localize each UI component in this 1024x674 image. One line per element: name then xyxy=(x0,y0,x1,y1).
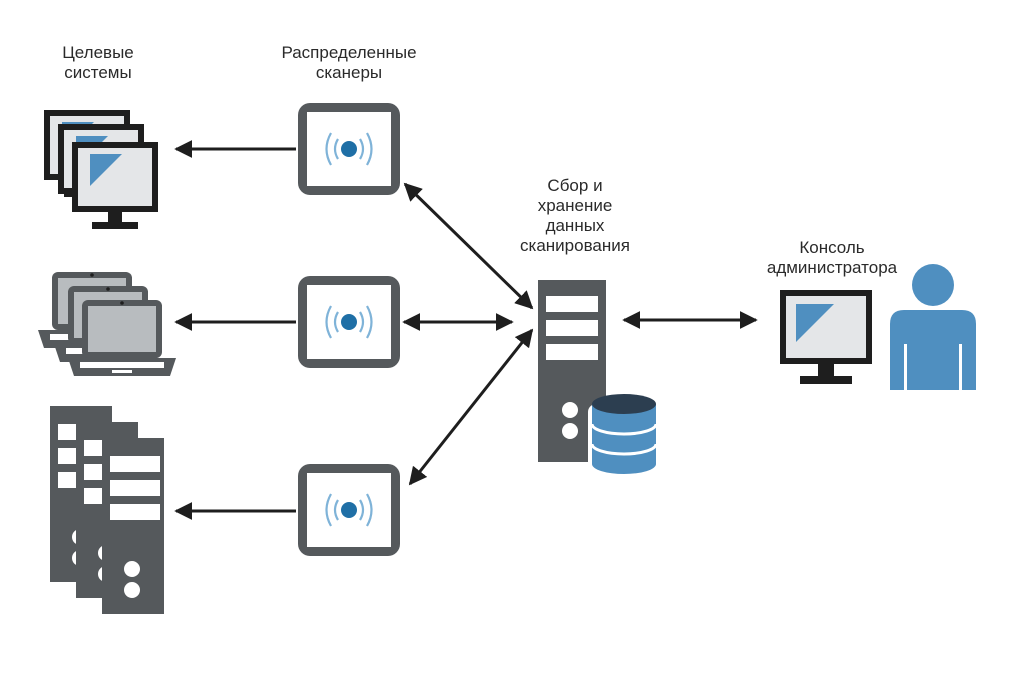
target-laptops-group xyxy=(38,272,176,376)
target-monitors-group xyxy=(44,110,158,229)
scanner-icon xyxy=(296,101,402,197)
server-icon xyxy=(102,438,164,614)
target-servers-group xyxy=(50,406,164,614)
laptop-icon xyxy=(68,300,176,376)
arrow-scanner-storage-bottom xyxy=(408,328,534,486)
database-icon xyxy=(588,394,660,476)
label-admin-console: Консоль администратора xyxy=(766,238,898,277)
label-target-systems: Целевые системы xyxy=(62,43,134,82)
scanner-icon xyxy=(296,274,402,370)
monitor-icon xyxy=(72,142,158,229)
storage-server xyxy=(538,280,606,462)
label-scan-data-storage: Сбор и хранение данных сканирования xyxy=(520,176,630,255)
label-distributed-scanners: Распределенные сканеры xyxy=(281,43,417,82)
arrow-scanner-storage-top xyxy=(403,182,534,310)
user-icon xyxy=(890,264,976,390)
admin-monitor xyxy=(780,290,872,384)
scanner-icon xyxy=(296,462,402,558)
